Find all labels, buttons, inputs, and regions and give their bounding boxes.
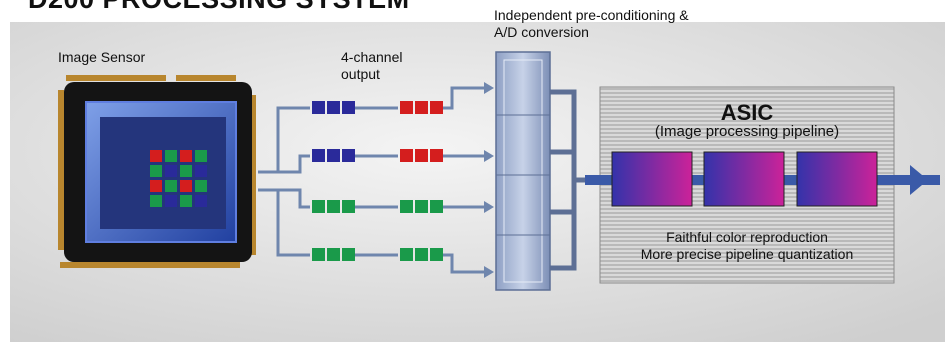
preconditioning-label: Independent pre-conditioning & A/D conve…	[494, 7, 689, 41]
sensor-label: Image Sensor	[58, 49, 146, 65]
asic-subtitle: (Image processing pipeline)	[654, 123, 840, 140]
pipeline-stage-1	[611, 151, 693, 207]
asic-note-quantization: More precise pipeline quantization	[640, 246, 854, 262]
sensor-pins	[58, 75, 256, 268]
channel-row-3	[312, 200, 494, 213]
asic-title: ASIC	[720, 100, 774, 125]
channel-row-2	[312, 149, 494, 162]
pipeline-stage-3	[796, 151, 878, 207]
page-title: D200 PROCESSING SYSTEM	[28, 0, 410, 15]
output-label-line1: 4-channel	[341, 49, 403, 65]
channel-connectors	[258, 106, 310, 257]
asic-note-color: Faithful color reproduction	[666, 229, 828, 245]
asic-block	[585, 86, 940, 284]
channel-row-4	[312, 248, 494, 278]
image-sensor	[58, 75, 256, 268]
preconditioning-label-line1: Independent pre-conditioning &	[494, 7, 689, 23]
bayer-filter-grid	[150, 150, 207, 207]
output-label: 4-channel output	[341, 49, 403, 83]
preconditioning-label-line2: A/D conversion	[494, 24, 589, 40]
pipeline-stage-2	[703, 151, 785, 207]
preconditioning-column	[495, 51, 551, 291]
channel-row-1	[312, 82, 494, 114]
output-label-line2: output	[341, 66, 380, 82]
